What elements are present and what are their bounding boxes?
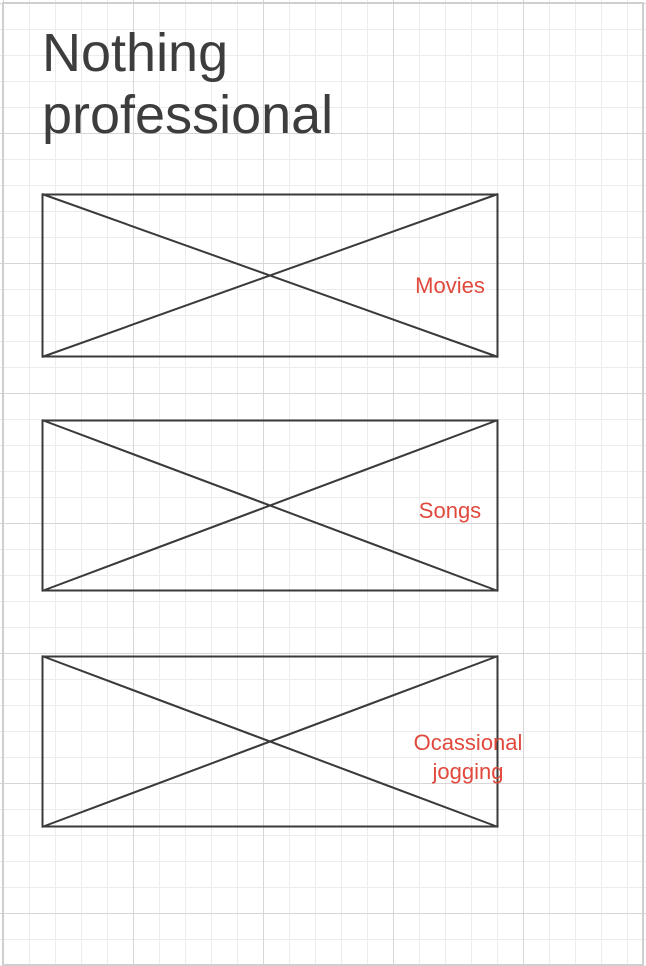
placeholder-label-songs: Songs (418, 498, 482, 523)
placeholder-cross-icon (41, 193, 499, 358)
placeholder-label-movies: Movies (415, 273, 485, 298)
placeholder-cross-icon (41, 419, 499, 592)
image-placeholder-movies: Movies (41, 193, 499, 358)
page-title: Nothing professional (42, 23, 334, 145)
placeholder-label-jogging: Ocassional jogging (413, 730, 523, 784)
image-placeholder-songs: Songs (41, 419, 499, 592)
placeholder-cross-icon (41, 655, 499, 828)
image-placeholder-jogging: Ocassional jogging (41, 655, 522, 828)
